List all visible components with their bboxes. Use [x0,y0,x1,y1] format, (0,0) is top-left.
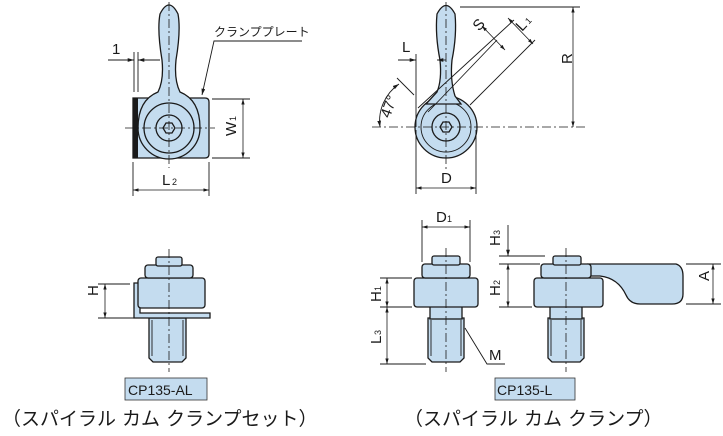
dim-h3-sub: 3 [492,230,502,235]
angle-ext-line [396,77,415,96]
model-code-box [124,377,208,401]
dim-h2-label: H 2 [487,280,504,296]
dim-s [481,25,506,51]
dim-d-label: D [441,170,452,187]
diag-line [469,39,536,106]
dim-thickness-label: 1 [112,41,120,58]
dim-l2-label: L [162,172,170,189]
threaded-shank [148,317,187,363]
dim-h-label: H [85,285,102,296]
cam-lever-side [587,263,684,305]
dim-h2-sub: 2 [492,280,502,285]
plate-bent-edge [133,98,138,158]
dim-l1-label: L 1 [512,16,534,35]
model-code: CP135-AL [128,382,193,398]
dim-l3-label: L 3 [368,330,385,344]
bottom-middle-view: D 1 H 1 L 3 M CP135-L （スパイラル カム クランプ） [368,209,663,430]
bottom-left-view: H CP135-AL （スパイラル カム クランプセット） [2,249,318,430]
dim-w1-text: W [223,121,240,136]
dim-h1-sub: 1 [373,286,383,291]
dim-s-label: S [469,16,488,35]
dim-h1-text: H [368,291,385,302]
dim-l-label: L [402,39,410,56]
diag-line [417,19,515,109]
dim-h2-text: H [487,285,504,296]
dim-l1 [507,17,534,45]
dim-l2-sub: 2 [172,177,177,187]
bottom-right-view: H 3 H 2 A [487,225,721,372]
caption: （スパイラル カム クランプ） [404,408,663,430]
model-code: CP135-L [497,382,552,398]
model-code-box [494,377,576,401]
dim-h1-label: H 1 [368,286,385,302]
caption: （スパイラル カム クランプセット） [2,408,318,430]
bolt-top [552,255,582,266]
dim-l1-sub: 1 [523,16,534,26]
dim-l3-text: L [368,336,385,344]
top-right-view: S L 1 L 47° R D [372,2,585,194]
cam-collar [137,277,206,309]
cam-collar [533,277,604,308]
plate-leader-line [201,40,302,96]
angle-arc [377,83,400,128]
dim-w1-label: W 1 [223,116,240,136]
dim-l3-sub: 3 [373,330,383,335]
dim-w1-sub: 1 [228,116,238,121]
top-left-view: 1 クランププレート W 1 L 2 [108,2,310,196]
dim-h3-label: H 3 [487,230,504,246]
dim-m-label: M [489,347,502,364]
clamp-plate-label: クランププレート [214,25,310,39]
dim-h3-text: H [487,235,504,246]
angle-label: 47° [377,93,401,120]
dim-d1-sub: 1 [447,214,452,224]
dim-r-label: R [559,53,576,64]
thread-leader-line [464,327,505,365]
cam-lever [424,4,463,105]
dim-d1-label: D [436,209,447,226]
diag-line [427,39,498,113]
dim-a-label: A [696,271,713,281]
